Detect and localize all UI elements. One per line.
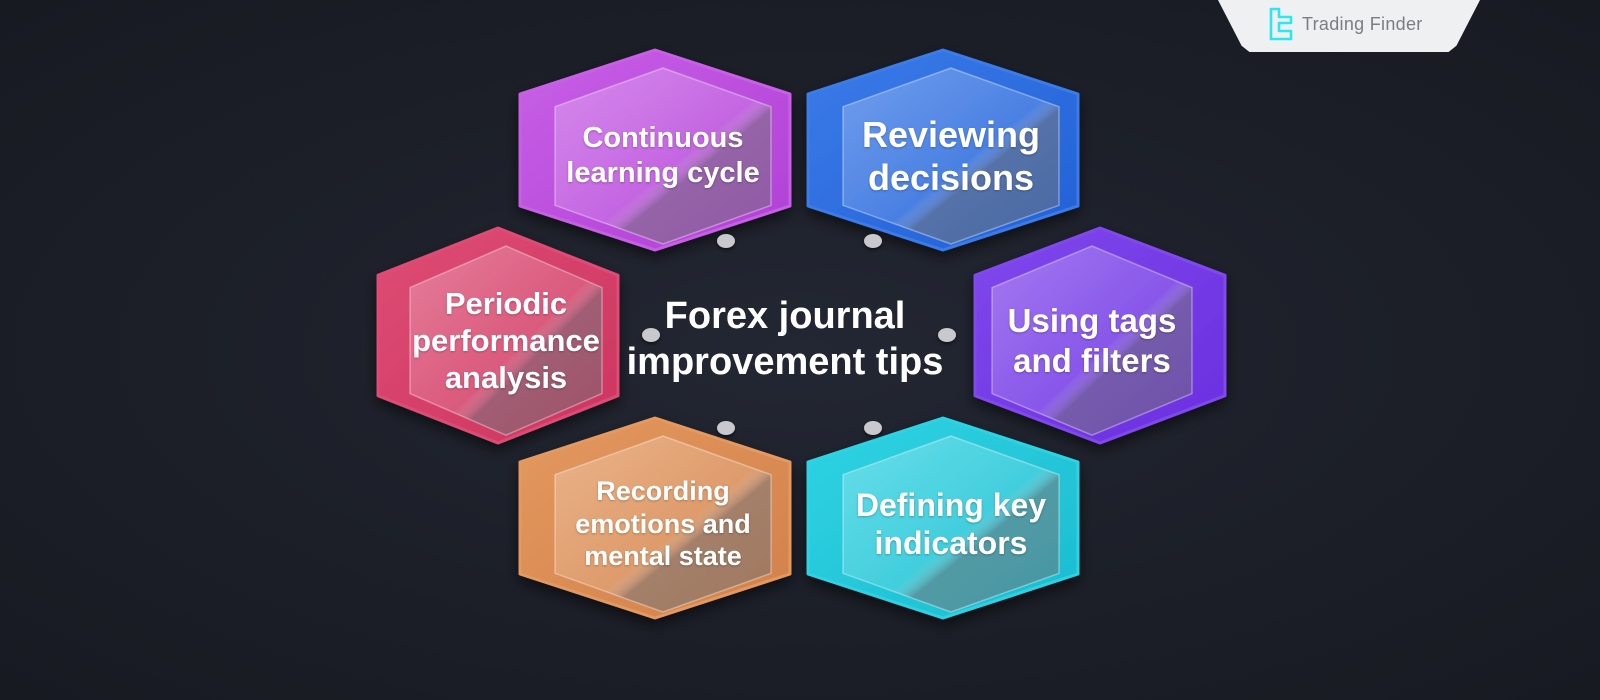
- tip-label-line: decisions: [867, 157, 1035, 198]
- tip-label-line: indicators: [874, 525, 1028, 561]
- connector-dot: [717, 234, 735, 248]
- tip-label-line: Periodic: [444, 285, 568, 321]
- hexagon-shape: [806, 48, 1080, 252]
- logo-tab: [1218, 0, 1480, 52]
- hexagon-shape: [376, 226, 620, 445]
- brand-name: Trading Finder: [1302, 13, 1423, 34]
- diagram-title: Forex journal improvement tips: [625, 293, 945, 386]
- connector-dot: [938, 328, 956, 342]
- brand-logo[interactable]: Trading Finder: [1268, 4, 1423, 44]
- title-line-2: improvement tips: [626, 341, 944, 384]
- tip-label-line: Defining key: [855, 486, 1047, 523]
- connector-dot: [864, 234, 882, 248]
- tip-label-line: Reviewing: [861, 113, 1041, 155]
- hexagon-shape: [518, 416, 792, 620]
- hexagon-shape: [973, 226, 1227, 445]
- tip-label-line: and filters: [1013, 341, 1171, 379]
- tip-label-line: Using tags: [1007, 302, 1177, 339]
- hexagon-shape: [518, 48, 792, 252]
- hexagon-shape: [806, 416, 1080, 620]
- tip-label-line: Recording: [596, 476, 730, 507]
- connector-dot: [717, 421, 735, 435]
- trading-finder-logo-icon: [1269, 7, 1293, 41]
- tip-label-line: Continuous: [582, 122, 744, 155]
- connector-dot: [864, 421, 882, 435]
- tip-label-line: analysis: [444, 360, 568, 396]
- title-line-1: Forex journal: [664, 295, 906, 337]
- tip-label-line: mental state: [584, 541, 742, 572]
- connector-dot: [642, 328, 660, 342]
- tip-label-line: emotions and: [575, 508, 751, 539]
- tip-label-line: performance: [412, 323, 600, 358]
- tip-label-line: learning cycle: [566, 157, 760, 189]
